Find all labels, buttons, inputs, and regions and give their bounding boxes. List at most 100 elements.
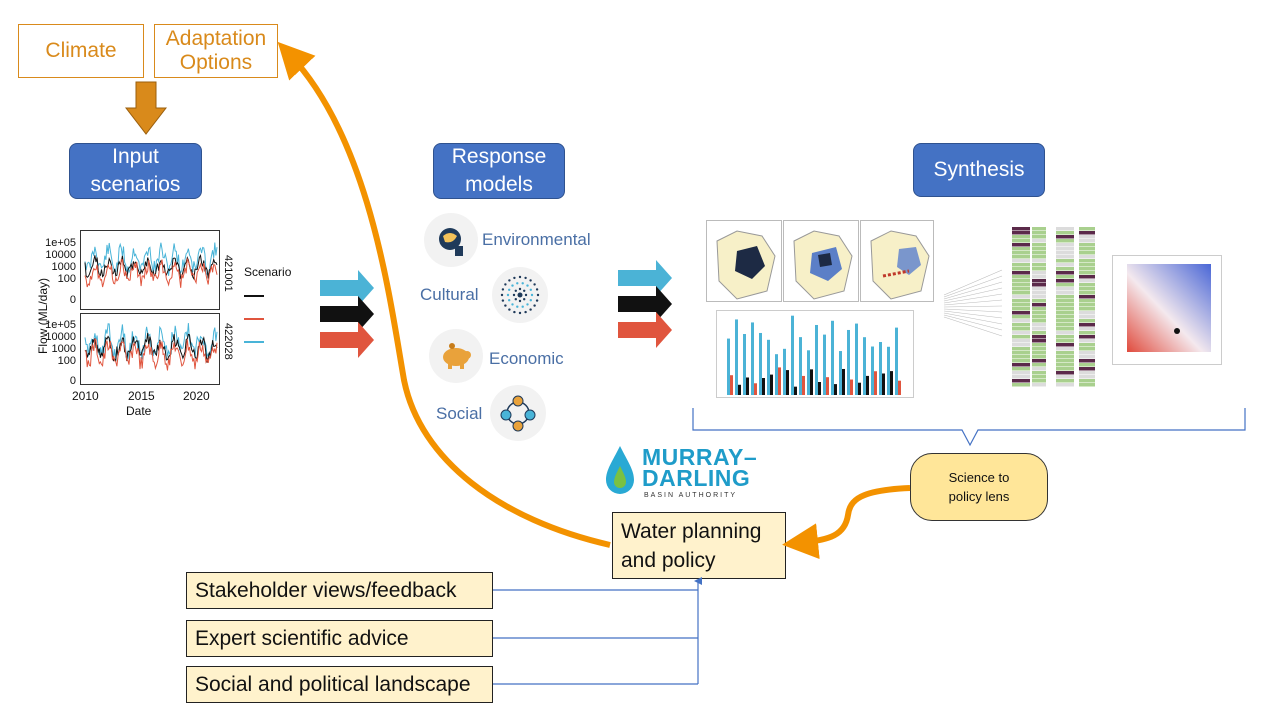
social-label: Social (436, 404, 483, 423)
flow-x-axis-label: Date (126, 404, 152, 418)
thumb-bar (802, 375, 805, 395)
heatmap-cell (1056, 227, 1074, 231)
y-tick: 10000 (45, 331, 76, 343)
thumb-bar (823, 334, 826, 395)
thumb-bar (794, 386, 797, 395)
panel-2-lines (84, 323, 218, 371)
map-thumbnail-3 (860, 220, 934, 302)
cultural-dot (524, 276, 527, 280)
heatmap-cell (1079, 319, 1095, 323)
cultural-dot (516, 305, 519, 308)
arrow-cyan (618, 260, 672, 296)
thumb-bar (879, 342, 882, 395)
heatmap-cell (1056, 275, 1074, 279)
cultural-dot (535, 299, 539, 302)
legend-title: Scenario (244, 265, 292, 279)
heatmap-cell (1079, 279, 1095, 283)
panel-1-lines (84, 242, 218, 288)
down-arrow-icon (124, 81, 168, 135)
heatmap-cell (1079, 371, 1095, 375)
social-icon-circle (490, 385, 546, 441)
heatmap-cell (1032, 287, 1046, 291)
y-tick: 10000 (45, 249, 76, 261)
heatmap-cell (1056, 307, 1074, 311)
cultural-dot (521, 282, 524, 285)
heatmap-cell (1012, 239, 1030, 243)
heatmap-cell (1056, 311, 1074, 315)
heatmap-cell (1012, 359, 1030, 363)
heatmap-cell (1079, 379, 1095, 383)
heatmap-cell (1012, 267, 1030, 271)
heatmap-cell (1012, 227, 1030, 231)
heatmap-cell (1079, 335, 1095, 339)
flow-panel-2 (80, 313, 220, 385)
heatmap-cell (1079, 367, 1095, 371)
cultural-dot (508, 299, 511, 302)
response-models-box: Response models (433, 143, 565, 199)
heatmap-cell (1079, 235, 1095, 239)
heatmap-cell (1032, 315, 1046, 319)
water-planning-policy-box: Water planning and policy (612, 512, 786, 579)
x-tick: 2010 (72, 389, 99, 403)
heatmap-cell (1056, 247, 1074, 251)
thumb-bar (735, 319, 738, 395)
cultural-dot (523, 289, 526, 292)
cultural-label: Cultural (420, 285, 479, 304)
heatmap-cell (1012, 291, 1030, 295)
cultural-dot (524, 310, 527, 314)
cultural-dot (518, 299, 522, 303)
cultural-dot (524, 293, 528, 297)
synthesis-box: Synthesis (913, 143, 1045, 197)
heatmap-cell (1012, 271, 1030, 275)
dendrogram-line (943, 312, 1003, 325)
heatmap-cell (1032, 247, 1046, 251)
heatmap-cell (1056, 255, 1074, 259)
heatmap-cell (1056, 363, 1074, 367)
heatmap-cell (1056, 351, 1074, 355)
heatmap-cell (1012, 327, 1030, 331)
heatmap-cell (1056, 251, 1074, 255)
flow-series-line (84, 337, 218, 371)
heatmap-cell (1079, 355, 1095, 359)
thumb-bar (810, 369, 813, 395)
heatmap-cell (1032, 271, 1046, 275)
thumb-bar (786, 370, 789, 395)
heatmap-cell (1012, 243, 1030, 247)
flow-panel-1 (80, 230, 220, 310)
cultural-dot (530, 293, 534, 297)
heatmap-cell (1079, 351, 1095, 355)
heatmap-cell (1056, 335, 1074, 339)
thumb-bar (871, 346, 874, 395)
thumb-bar (874, 371, 877, 395)
heatmap-cell (1012, 295, 1030, 299)
heatmap-cell (1056, 231, 1074, 235)
dendrogram-line (943, 305, 1003, 308)
science-to-policy-lens: Science to policy lens (910, 453, 1048, 521)
cultural-dot (518, 311, 522, 315)
heatmap-cell (1079, 283, 1095, 287)
dendrogram-line (943, 316, 1003, 337)
thumb-bar (858, 382, 861, 395)
flow-series-line (84, 254, 218, 281)
heatmap-cell (1012, 339, 1030, 343)
heatmap-cell (1056, 259, 1074, 263)
heatmap-cell (1032, 347, 1046, 351)
thumb-bar (730, 375, 733, 395)
heatmap-cell (1032, 259, 1046, 263)
heatmap-cell (1032, 279, 1046, 283)
heatmap-cell (1079, 315, 1095, 319)
cultural-dot (514, 298, 517, 301)
heatmap-cell (1079, 255, 1095, 259)
heatmap-cell (1056, 263, 1074, 267)
cultural-dot (501, 299, 505, 302)
piggy-bank-icon (443, 343, 471, 369)
heatmap-cell (1079, 247, 1095, 251)
heatmap-cell (1012, 279, 1030, 283)
arrow-red (618, 312, 672, 348)
cultural-dot (508, 279, 511, 282)
cultural-dot (533, 304, 536, 307)
heatmap-cell (1032, 251, 1046, 255)
thumb-bar (762, 378, 765, 395)
heatmap-cell (1079, 271, 1095, 275)
dendrogram-line (943, 314, 1003, 331)
